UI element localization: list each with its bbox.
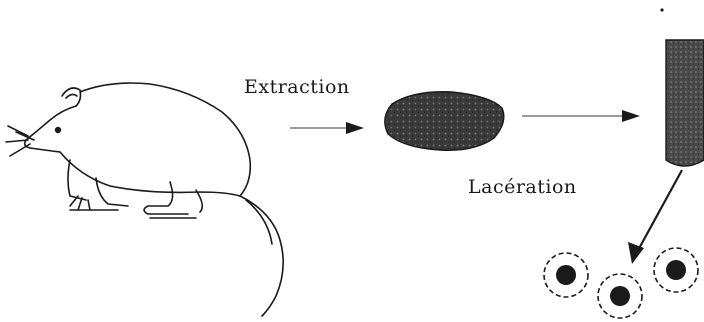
test-tube-illustration (660, 8, 704, 167)
cell (543, 252, 589, 298)
label-extraction: Extraction (244, 76, 350, 98)
cell (597, 273, 643, 319)
arrow-to-cells (628, 169, 683, 264)
organ-illustration (384, 91, 505, 151)
cells-group (543, 247, 699, 319)
label-laceration: Lacération (468, 176, 577, 198)
arrow-extraction (290, 122, 364, 134)
arrow-to-tube (522, 110, 640, 122)
cell (653, 247, 699, 293)
rat-illustration (5, 82, 284, 317)
